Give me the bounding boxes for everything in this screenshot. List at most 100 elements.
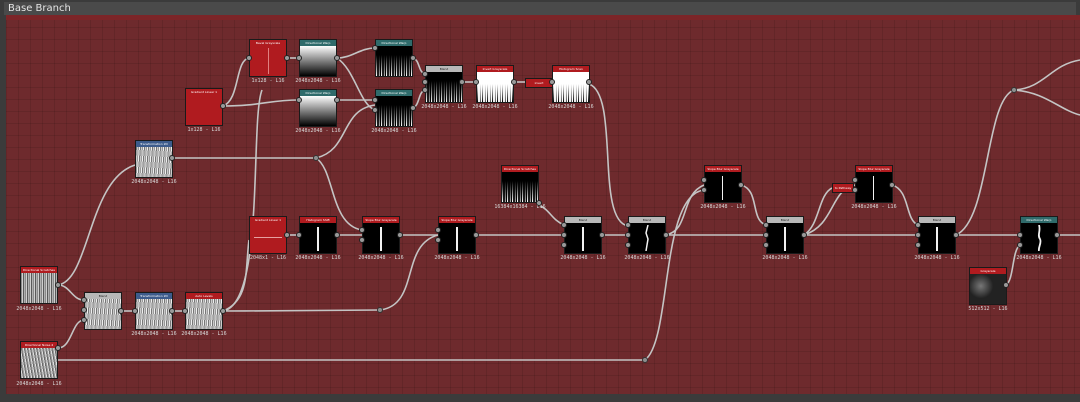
- node-slope-blur-grayscale[interactable]: Slope Blur Grayscale: [704, 165, 742, 203]
- node-blend[interactable]: Blend: [918, 216, 956, 254]
- reroute-dot[interactable]: [642, 357, 648, 363]
- input-port[interactable]: [763, 222, 769, 228]
- input-port[interactable]: [763, 242, 769, 248]
- output-port[interactable]: [410, 105, 416, 111]
- input-port[interactable]: [435, 227, 441, 233]
- input-port[interactable]: [296, 232, 302, 238]
- input-port[interactable]: [422, 79, 428, 85]
- reroute-dot[interactable]: [313, 155, 319, 161]
- reroute-dot[interactable]: [377, 307, 383, 313]
- node-directional-warp[interactable]: Directional Warp: [375, 39, 413, 77]
- input-port[interactable]: [359, 237, 365, 243]
- output-port[interactable]: [118, 308, 124, 314]
- input-port[interactable]: [915, 222, 921, 228]
- node-to-pathway[interactable]: to Pathway: [832, 183, 854, 193]
- input-port[interactable]: [296, 55, 302, 61]
- output-port[interactable]: [459, 79, 465, 85]
- reroute-dot[interactable]: [1011, 87, 1017, 93]
- output-port[interactable]: [1054, 232, 1060, 238]
- input-port[interactable]: [549, 79, 555, 85]
- node-bevel-grayscale[interactable]: Bevel Grayscale: [249, 39, 287, 77]
- output-port[interactable]: [738, 182, 744, 188]
- input-port[interactable]: [132, 308, 138, 314]
- output-port[interactable]: [511, 79, 517, 85]
- input-port[interactable]: [701, 187, 707, 193]
- node-blend[interactable]: Blend: [84, 292, 122, 330]
- node-gradient-linear[interactable]: Gradient Linear 1: [249, 216, 287, 254]
- node-directional-warp[interactable]: Directional Warp: [299, 89, 337, 127]
- output-port[interactable]: [334, 55, 340, 61]
- input-port[interactable]: [915, 232, 921, 238]
- input-port[interactable]: [246, 55, 252, 61]
- output-port[interactable]: [284, 55, 290, 61]
- node-transformation-2d[interactable]: Transformation 2D: [135, 140, 173, 178]
- input-port[interactable]: [852, 187, 858, 193]
- output-port[interactable]: [599, 232, 605, 238]
- input-port[interactable]: [81, 317, 87, 323]
- input-port[interactable]: [422, 87, 428, 93]
- node-directional-warp[interactable]: Directional Warp: [375, 89, 413, 127]
- node-blend[interactable]: Blend: [564, 216, 602, 254]
- input-port[interactable]: [625, 222, 631, 228]
- node-grayscale[interactable]: Grayscale: [969, 267, 1007, 305]
- input-port[interactable]: [852, 177, 858, 183]
- output-port[interactable]: [169, 155, 175, 161]
- output-port[interactable]: [397, 232, 403, 238]
- input-port[interactable]: [763, 232, 769, 238]
- output-port[interactable]: [220, 103, 226, 109]
- node-blend[interactable]: Blend: [766, 216, 804, 254]
- node-auto-levels[interactable]: Auto Levels: [185, 292, 223, 330]
- input-port[interactable]: [561, 242, 567, 248]
- node-transformation-2d[interactable]: Transformation 2D: [135, 292, 173, 330]
- input-port[interactable]: [561, 232, 567, 238]
- node-directional-warp[interactable]: Directional Warp: [1020, 216, 1058, 254]
- node-slope-blur-grayscale[interactable]: Slope Blur Grayscale: [438, 216, 476, 254]
- node-directional-warp[interactable]: Directional Warp: [299, 39, 337, 77]
- output-port[interactable]: [334, 232, 340, 238]
- node-histogram-shift[interactable]: Histogram Shift: [299, 216, 337, 254]
- node-slope-blur-grayscale[interactable]: Slope Blur Grayscale: [855, 165, 893, 203]
- input-port[interactable]: [473, 79, 479, 85]
- input-port[interactable]: [915, 242, 921, 248]
- output-port[interactable]: [663, 232, 669, 238]
- output-port[interactable]: [1003, 282, 1009, 288]
- node-slope-blur-grayscale[interactable]: Slope Blur Grayscale: [362, 216, 400, 254]
- output-port[interactable]: [169, 308, 175, 314]
- output-port[interactable]: [889, 182, 895, 188]
- output-port[interactable]: [410, 55, 416, 61]
- output-port[interactable]: [536, 200, 542, 206]
- input-port[interactable]: [296, 97, 302, 103]
- output-port[interactable]: [953, 232, 959, 238]
- input-port[interactable]: [81, 307, 87, 313]
- input-port[interactable]: [81, 297, 87, 303]
- output-port[interactable]: [284, 232, 290, 238]
- output-port[interactable]: [334, 97, 340, 103]
- node-directional-noise[interactable]: Directional Noise 4: [20, 341, 58, 379]
- input-port[interactable]: [701, 177, 707, 183]
- input-port[interactable]: [435, 237, 441, 243]
- node-blend[interactable]: Blend: [425, 65, 463, 103]
- input-port[interactable]: [1017, 232, 1023, 238]
- node-blend[interactable]: Blend: [628, 216, 666, 254]
- output-port[interactable]: [586, 79, 592, 85]
- input-port[interactable]: [372, 107, 378, 113]
- input-port[interactable]: [561, 222, 567, 228]
- input-port[interactable]: [372, 45, 378, 51]
- input-port[interactable]: [625, 232, 631, 238]
- node-directional-scratches[interactable]: Directional Scratches: [501, 165, 539, 203]
- node-histogram-scan[interactable]: Histogram Scan: [552, 65, 590, 103]
- output-port[interactable]: [473, 232, 479, 238]
- input-port[interactable]: [625, 242, 631, 248]
- input-port[interactable]: [372, 97, 378, 103]
- input-port[interactable]: [182, 308, 188, 314]
- output-port[interactable]: [55, 345, 61, 351]
- input-port[interactable]: [1017, 242, 1023, 248]
- node-gradient-linear[interactable]: Gradient Linear 1: [185, 88, 223, 126]
- output-port[interactable]: [801, 232, 807, 238]
- input-port[interactable]: [359, 227, 365, 233]
- output-port[interactable]: [220, 308, 226, 314]
- output-port[interactable]: [55, 282, 61, 288]
- node-directional-scratches[interactable]: Directional Scratches: [20, 266, 58, 304]
- node-invert-grayscale[interactable]: Invert Grayscale: [476, 65, 514, 103]
- input-port[interactable]: [422, 71, 428, 77]
